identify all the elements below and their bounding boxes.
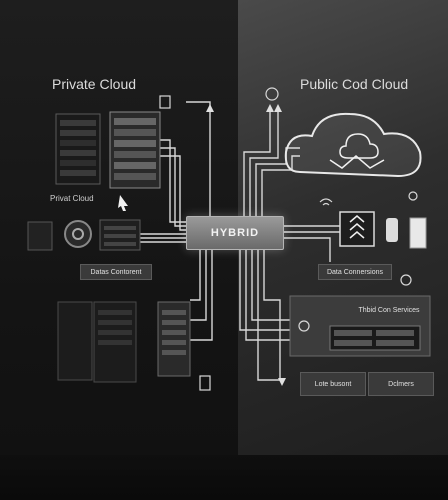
private-cloud-sublabel: Privat Cloud bbox=[50, 194, 94, 203]
wifi-icon bbox=[319, 198, 333, 206]
line-to-rack-2c bbox=[160, 155, 186, 231]
private-cloud-title: Private Cloud bbox=[52, 76, 137, 92]
globe-icon bbox=[265, 87, 279, 101]
services-server bbox=[289, 295, 431, 357]
hybrid-hub: HYBRID bbox=[186, 216, 284, 250]
arrow-down-1 bbox=[278, 378, 286, 386]
server-rack-4 bbox=[157, 301, 191, 377]
phone-icon bbox=[199, 375, 211, 391]
cloud-icon bbox=[284, 112, 422, 178]
line-top-bend bbox=[186, 101, 211, 112]
connection-lines bbox=[140, 101, 340, 381]
bottom-right-box: Dclmers bbox=[368, 372, 434, 396]
small-icons bbox=[159, 87, 418, 391]
network-connector bbox=[339, 211, 427, 249]
arrowheads bbox=[206, 104, 286, 386]
search-icon bbox=[408, 191, 418, 201]
server-rack-1 bbox=[55, 113, 101, 185]
storage-unit bbox=[27, 219, 141, 251]
public-side-background bbox=[238, 0, 448, 500]
arrow-up-2 bbox=[266, 104, 274, 112]
line-to-rack-2b bbox=[160, 147, 186, 227]
line-up-3 bbox=[249, 112, 279, 216]
public-cloud-title: Public Cod Cloud bbox=[300, 76, 409, 92]
line-down bbox=[263, 248, 281, 380]
line-down-right bbox=[282, 237, 331, 262]
data-connections-label: Data Connersions bbox=[318, 264, 392, 280]
settings-icon bbox=[298, 320, 310, 332]
cursor-icon bbox=[118, 195, 128, 211]
line-to-bottom-rack-3 bbox=[190, 248, 213, 341]
services-label: Thbid Con Services bbox=[358, 306, 420, 314]
floor bbox=[0, 455, 448, 500]
server-rack-2 bbox=[109, 111, 161, 189]
arrow-up-1 bbox=[206, 104, 214, 112]
line-to-services bbox=[239, 248, 290, 331]
datas-content-label: Datas Contorent bbox=[80, 264, 152, 280]
bottom-left-box: Lote busont bbox=[300, 372, 366, 396]
lock-icon bbox=[400, 274, 412, 286]
line-up-2 bbox=[243, 112, 271, 216]
line-to-services-3 bbox=[251, 248, 290, 321]
line-to-bottom-rack bbox=[190, 248, 201, 301]
line-to-services-2 bbox=[245, 248, 290, 341]
document-icon bbox=[159, 95, 171, 109]
line-to-rack-2 bbox=[160, 139, 186, 223]
line-to-bottom-box bbox=[257, 248, 282, 381]
server-rack-3 bbox=[57, 301, 137, 383]
line-to-bottom-rack-2 bbox=[190, 248, 207, 321]
arrow-up-3 bbox=[274, 104, 282, 112]
